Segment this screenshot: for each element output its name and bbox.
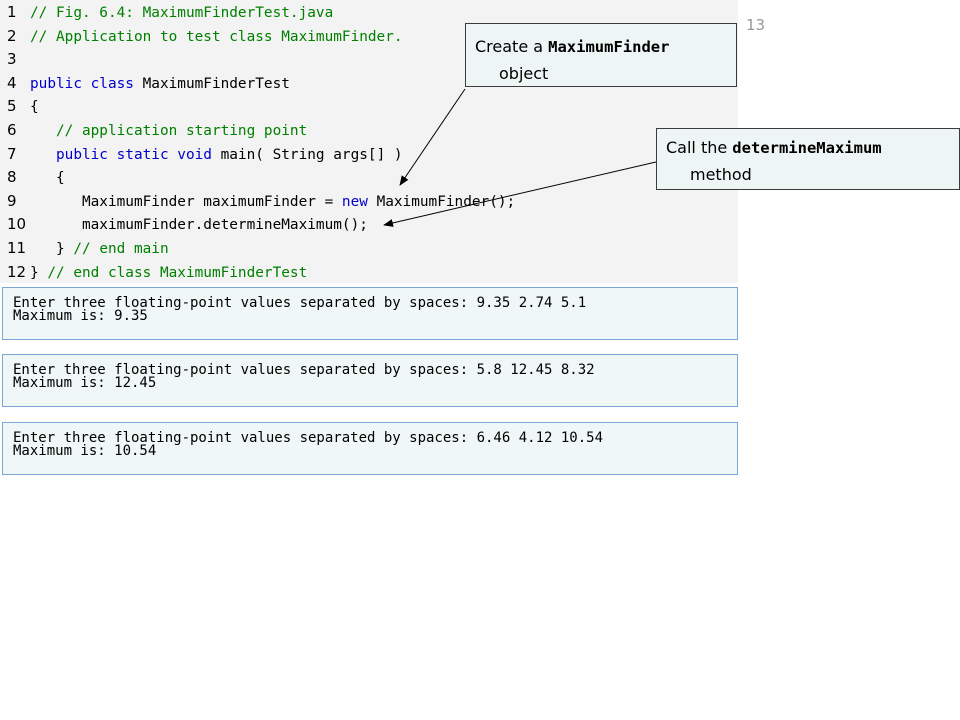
code-text: // application starting point xyxy=(30,119,307,143)
code-line: 8 { xyxy=(0,165,65,189)
line-number: 2 xyxy=(7,26,17,45)
callout-call-method: Call the determineMaximum method xyxy=(656,128,960,190)
output-1-line-2: Maximum is: 9.35 xyxy=(13,308,148,324)
code-line: 2 // Application to test class MaximumFin… xyxy=(0,24,403,48)
code-token: MaximumFinderTest xyxy=(133,75,290,92)
output-box-1: Enter three floating-point values separa… xyxy=(2,287,738,340)
callout-create-object: Create a MaximumFinder object xyxy=(465,23,737,87)
code-token: public static void xyxy=(30,146,212,163)
output-box-2: Enter three floating-point values separa… xyxy=(2,354,738,407)
code-text: MaximumFinder maximumFinder = new Maximu… xyxy=(30,190,515,214)
code-token: // end main xyxy=(73,241,169,257)
slide-number: 13 xyxy=(746,16,766,34)
code-text: { xyxy=(30,95,39,119)
code-text: // Application to test class MaximumFind… xyxy=(30,25,403,49)
code-token: MaximumFinder maximumFinder = xyxy=(30,193,342,210)
code-token: } xyxy=(30,241,74,257)
line-number: 5 xyxy=(7,97,17,116)
code-line: 3 xyxy=(0,47,30,71)
code-line: 4 public class MaximumFinderTest xyxy=(0,71,290,95)
code-token: } xyxy=(30,264,48,281)
output-box-3: Enter three floating-point values separa… xyxy=(2,422,738,475)
code-line: 5{ xyxy=(0,94,39,118)
code-text: } // end class MaximumFinderTest xyxy=(30,261,307,285)
code-token: // Application to test class MaximumFind… xyxy=(30,28,403,45)
output-2-line-2: Maximum is: 12.45 xyxy=(13,375,157,391)
code-line: 11 } // end main xyxy=(0,236,169,260)
line-number: 3 xyxy=(7,50,17,69)
callout-call-text: Call the xyxy=(666,138,733,157)
line-number: 10 xyxy=(7,215,27,234)
code-token: { xyxy=(30,99,39,116)
code-text: maximumFinder.determineMaximum(); xyxy=(30,213,368,237)
callout-create-line2: object xyxy=(499,64,549,83)
callout-call-code: determineMaximum xyxy=(732,139,882,157)
line-number: 9 xyxy=(7,191,17,210)
code-token: // Fig. 6.4: MaximumFinderTest.java xyxy=(30,5,334,21)
code-token: main( String args[] ) xyxy=(211,146,403,163)
code-token: // application starting point xyxy=(30,123,308,139)
line-number: 7 xyxy=(7,144,17,163)
code-token: MaximumFinder(); xyxy=(367,193,516,210)
line-number: 8 xyxy=(7,168,17,187)
code-token: public class xyxy=(30,75,134,92)
code-line: 10 maximumFinder.determineMaximum(); xyxy=(0,212,368,236)
code-text: } // end main xyxy=(30,237,169,261)
output-1-line-1: Enter three floating-point values separa… xyxy=(13,295,587,311)
output-3-line-1: Enter three floating-point values separa… xyxy=(13,430,604,446)
code-line: 1 // Fig. 6.4: MaximumFinderTest.java xyxy=(0,0,333,24)
code-text: public static void main( String args[] ) xyxy=(30,143,403,167)
output-2-line-1: Enter three floating-point values separa… xyxy=(13,362,595,378)
code-line: 9 MaximumFinder maximumFinder = new Maxi… xyxy=(0,189,515,213)
line-number: 1 xyxy=(7,3,17,21)
code-line: 7 public static void main( String args[]… xyxy=(0,142,403,166)
line-number: 4 xyxy=(7,73,17,92)
code-text: { xyxy=(30,166,65,190)
callout-create-text: Create a xyxy=(475,37,549,56)
code-token: { xyxy=(30,170,65,187)
code-text: // Fig. 6.4: MaximumFinderTest.java xyxy=(30,1,333,25)
line-number: 11 xyxy=(7,239,27,257)
code-token: // end class MaximumFinderTest xyxy=(47,264,308,281)
output-3-line-2: Maximum is: 10.54 xyxy=(13,443,157,459)
code-text: public class MaximumFinderTest xyxy=(30,72,290,96)
code-token: new xyxy=(341,193,368,210)
line-number: 12 xyxy=(7,262,27,281)
code-line: 6 // application starting point xyxy=(0,118,307,142)
code-line: 12} // end class MaximumFinderTest xyxy=(0,260,307,284)
line-number: 6 xyxy=(7,121,17,139)
callout-create-code: MaximumFinder xyxy=(548,38,670,56)
callout-call-line2: method xyxy=(690,165,752,184)
code-token: maximumFinder.determineMaximum(); xyxy=(30,217,368,234)
